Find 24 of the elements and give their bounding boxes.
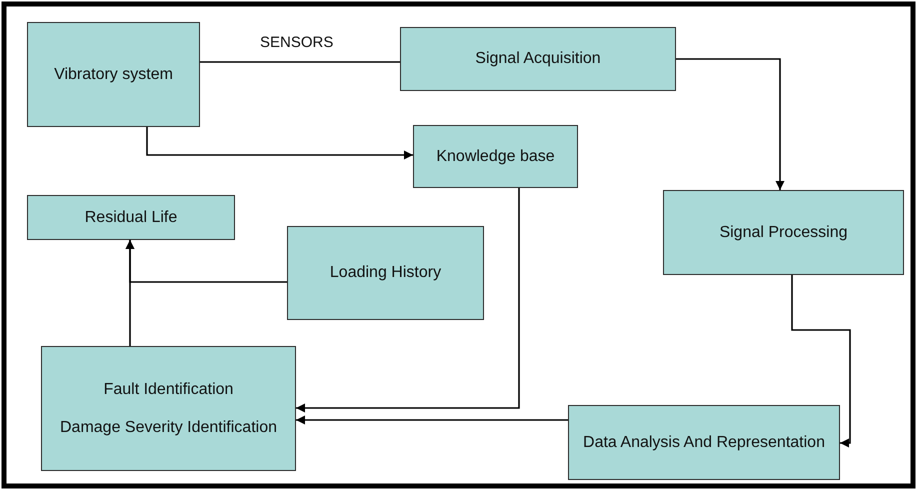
- box-text: Loading History: [330, 263, 442, 283]
- process-box: [568, 405, 840, 480]
- box-text: Signal Processing: [719, 222, 848, 242]
- connector-line: [200, 61, 400, 63]
- process-box: [41, 346, 296, 471]
- box-text: Residual Life: [84, 208, 178, 228]
- process-box: [287, 226, 484, 320]
- process-box: [413, 125, 578, 188]
- arrow: [146, 127, 413, 160]
- process-box: [27, 195, 235, 240]
- process-box: [27, 22, 200, 127]
- arrow: [676, 58, 784, 190]
- box-text: Damage Severity Identification: [60, 418, 277, 438]
- process-box: [663, 190, 904, 275]
- process-box: [400, 27, 676, 91]
- arrow: [791, 275, 851, 448]
- arrow: [296, 188, 520, 412]
- box-text: Knowledge base: [436, 146, 555, 166]
- box-text: Vibratory system: [54, 64, 173, 84]
- arrow: [296, 416, 568, 424]
- box-text: Signal Acquisition: [475, 49, 601, 69]
- arrow: [126, 240, 287, 283]
- box-text: Data Analysis And Representation: [583, 432, 825, 452]
- box-text: Fault Identification: [104, 380, 234, 400]
